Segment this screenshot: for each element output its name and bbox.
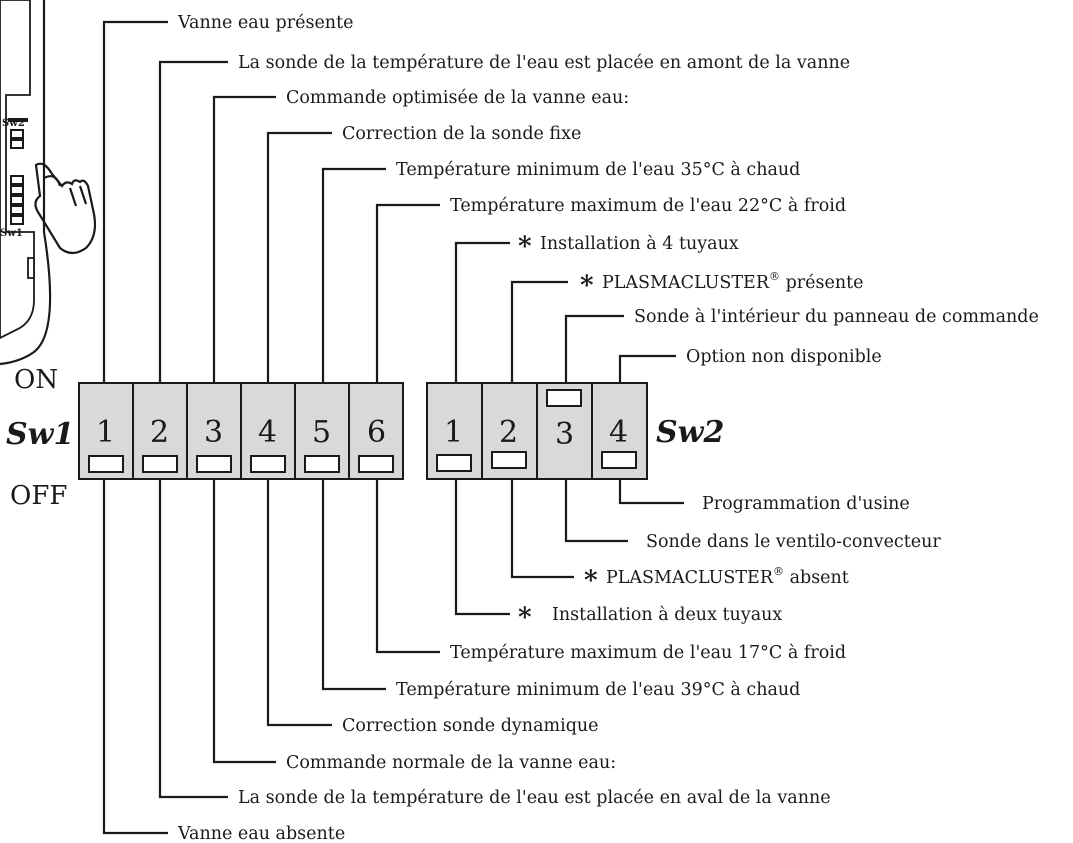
sw1-on-label-2: La sonde de la température de l'eau est …: [238, 53, 850, 73]
sw2-on-label-3: Sonde à l'intérieur du panneau de comman…: [634, 307, 1039, 327]
leader-line: [375, 479, 440, 654]
sw1-off-label-4: Correction sonde dynamique: [342, 716, 599, 736]
device-sw1-slot: [10, 215, 24, 225]
leader-line: [266, 131, 332, 383]
leader-line: [321, 479, 386, 691]
sw1-switch-1-number: 1: [96, 415, 115, 450]
sw1-on-label-5: Température minimum de l'eau 35°C à chau…: [396, 160, 800, 180]
leader-line: [510, 280, 568, 383]
device-sw2-slot: [10, 129, 24, 139]
sw1-switch-5-lever[interactable]: [304, 455, 340, 473]
sw2-on-label-2: PLASMACLUSTER® présente: [602, 270, 863, 293]
leader-line: [158, 479, 228, 799]
sw1-label: Sw1: [6, 417, 74, 452]
sw1-switch-3-lever[interactable]: [196, 455, 232, 473]
device-clip: [27, 257, 35, 279]
leader-line: [102, 479, 168, 835]
leader-line: [454, 479, 510, 616]
sw2-on-label-1: Installation à 4 tuyaux: [540, 234, 739, 254]
sw2-off-label-1: Programmation d'usine: [702, 494, 910, 514]
sw2-switch-4-number: 4: [609, 415, 628, 450]
state-on-label: ON: [14, 365, 58, 395]
asterisk-icon: *: [518, 232, 532, 262]
leader-line: [158, 60, 228, 383]
device-edge: [0, 0, 52, 366]
sw1-switch-4-lever[interactable]: [250, 455, 286, 473]
sw2-off-label-3: PLASMACLUSTER® absent: [606, 565, 849, 588]
sw2-switch-1-number: 1: [444, 415, 463, 450]
device-sw1-slot: [10, 205, 24, 215]
device-sw1-slot: [10, 185, 24, 195]
registered-mark: ®: [769, 270, 780, 283]
asterisk-icon: *: [580, 271, 594, 301]
sw1-off-leaders: [102, 479, 440, 835]
sw2-off-leaders: [454, 479, 684, 616]
device-sw1-slot: [10, 195, 24, 205]
device-sw1-slot: [10, 175, 24, 185]
sw1-switch-2-number: 2: [150, 415, 169, 450]
device-sw2-slot: [10, 139, 24, 149]
sw2-label: Sw2: [656, 415, 724, 450]
asterisk-icon: *: [518, 603, 532, 633]
sw1-block: 1 2 3 4 5 6: [78, 382, 404, 480]
leader-line: [212, 95, 276, 383]
sw1-switch-4-number: 4: [258, 415, 277, 450]
sw2-on-label-4: Option non disponible: [686, 347, 882, 367]
sw1-switch-2-lever[interactable]: [142, 455, 178, 473]
sw2-off-label-3-suffix: absent: [784, 568, 849, 588]
hand-finger-line: [43, 175, 62, 187]
leader-line: [618, 354, 676, 383]
device-label-sw1: Sw1: [0, 228, 23, 239]
sw2-off-label-4: Installation à deux tuyaux: [552, 605, 782, 625]
sw1-switch-3-number: 3: [204, 415, 223, 450]
leader-line: [618, 479, 684, 505]
sw2-switch-3-number: 3: [555, 417, 574, 452]
sw2-switch-2-number: 2: [499, 415, 518, 450]
device-bar: [8, 118, 28, 122]
sw2-switch-2-lever[interactable]: [491, 451, 527, 469]
sw1-off-label-6: Température maximum de l'eau 17°C à froi…: [450, 643, 846, 663]
sw1-on-label-6: Température maximum de l'eau 22°C à froi…: [450, 196, 846, 216]
registered-mark: ®: [773, 565, 784, 578]
leader-line: [375, 203, 440, 383]
sw1-off-label-1: Vanne eau absente: [177, 824, 345, 843]
sw1-off-label-3: Commande normale de la vanne eau:: [286, 753, 616, 773]
state-off-label: OFF: [10, 481, 67, 511]
sw2-on-label-2-brand: PLASMACLUSTER: [602, 273, 770, 293]
leader-line: [102, 20, 168, 383]
sw2-block: 1 2 3 4: [426, 382, 648, 480]
leader-line: [212, 479, 276, 764]
sw1-on-label-1: Vanne eau présente: [177, 13, 353, 33]
sw1-switch-1-lever[interactable]: [88, 455, 124, 473]
sw2-switch-4-lever[interactable]: [601, 451, 637, 469]
sw2-on-label-2-suffix: présente: [780, 273, 863, 293]
leader-line: [454, 241, 510, 383]
leader-line: [266, 479, 332, 727]
sw1-on-label-3: Commande optimisée de la vanne eau:: [286, 88, 629, 108]
leader-line: [564, 314, 624, 383]
sw1-off-label-5: Température minimum de l'eau 39°C à chau…: [396, 680, 800, 700]
device-outline: [0, 0, 35, 340]
sw1-switch-5-number: 5: [312, 415, 331, 450]
sw1-on-leaders: [102, 20, 440, 383]
sw1-switch-6-lever[interactable]: [358, 455, 394, 473]
sw1-off-label-2: La sonde de la température de l'eau est …: [238, 788, 831, 808]
sw2-off-label-3-brand: PLASMACLUSTER: [606, 568, 774, 588]
hand-icon: [34, 162, 97, 255]
sw2-switch-1-lever[interactable]: [436, 454, 472, 472]
hand-knuckle-lines: [68, 185, 88, 207]
sw2-on-leaders: [454, 241, 676, 383]
device-label-sw2: Sw2: [2, 118, 25, 129]
leader-line: [321, 167, 386, 383]
leader-line: [564, 479, 628, 543]
sw2-switch-3-lever[interactable]: [546, 389, 582, 407]
sw2-off-label-2: Sonde dans le ventilo-convecteur: [646, 532, 941, 552]
leader-line: [510, 479, 574, 579]
sw1-on-label-4: Correction de la sonde fixe: [342, 124, 581, 144]
asterisk-icon: *: [584, 566, 598, 596]
sw1-switch-6-number: 6: [367, 415, 386, 450]
device-illustration: Sw2 Sw1: [0, 0, 97, 366]
